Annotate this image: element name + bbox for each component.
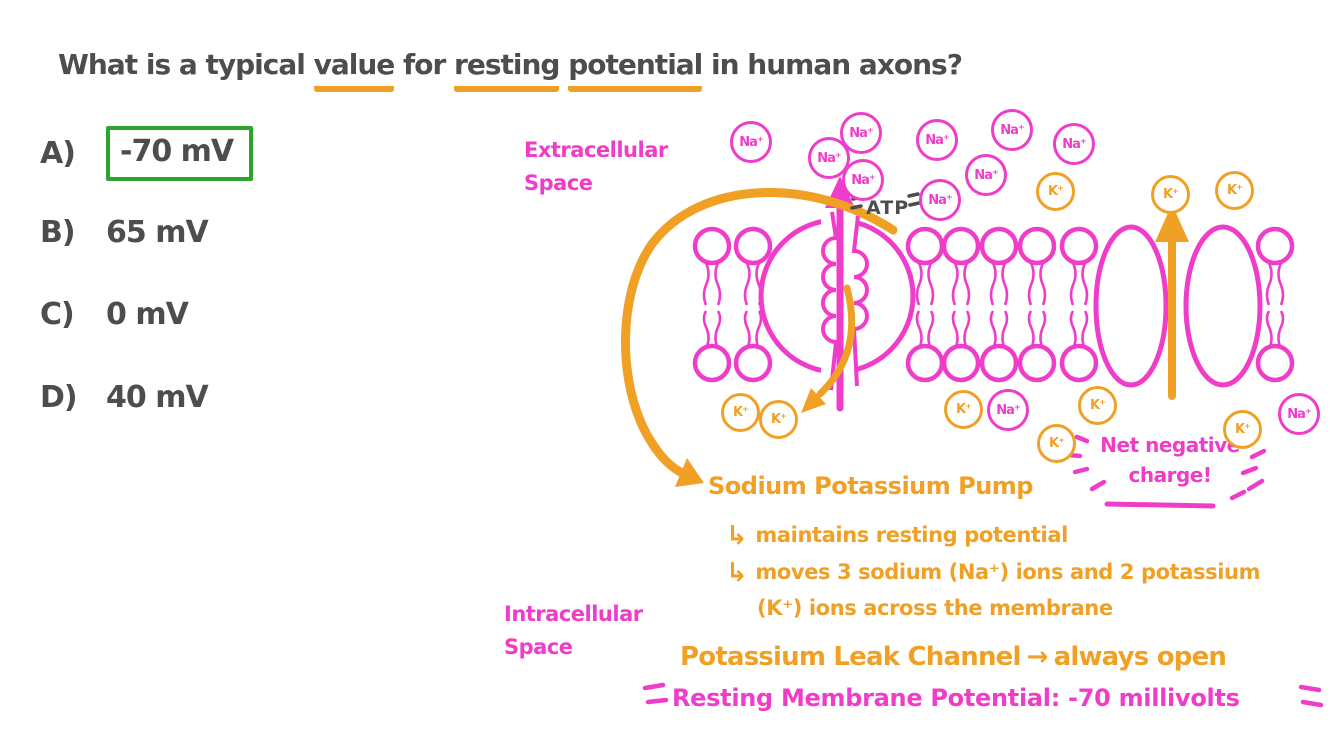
title-underlined-potential: potential bbox=[568, 48, 703, 92]
intracellular-space-label: Intracellular Space bbox=[504, 598, 643, 663]
sodium-ion: Na⁺ bbox=[987, 389, 1029, 431]
sodium-ion: Na⁺ bbox=[919, 179, 961, 221]
extracellular-line1: Extracellular bbox=[524, 138, 668, 162]
option-c-value: 0 mV bbox=[106, 297, 189, 332]
pump-note-3-text: (K⁺) ions across the membrane bbox=[757, 596, 1113, 620]
leak-channel-label: Potassium Leak Channel bbox=[680, 642, 1021, 672]
channel-protein bbox=[1183, 224, 1263, 388]
potassium-ion: K⁺ bbox=[944, 390, 983, 429]
potassium-ion: K⁺ bbox=[1223, 410, 1262, 449]
option-b[interactable]: B) 65 mV bbox=[40, 215, 209, 250]
leak-channel-arrow bbox=[1155, 204, 1189, 400]
intracellular-line1: Intracellular bbox=[504, 602, 643, 626]
right-arrow-icon: → bbox=[1026, 642, 1049, 672]
sodium-ion: Na⁺ bbox=[842, 159, 884, 201]
extracellular-line2: Space bbox=[524, 170, 593, 195]
sodium-ion: Na⁺ bbox=[916, 119, 958, 161]
sodium-ion: Na⁺ bbox=[965, 154, 1007, 196]
intracellular-line2: Space bbox=[504, 634, 573, 659]
potassium-ion: K⁺ bbox=[759, 400, 798, 439]
pump-note-3: (K⁺) ions across the membrane bbox=[757, 596, 1113, 620]
title-text: for bbox=[394, 48, 455, 81]
resting-potential-caption: Resting Membrane Potential: -70 millivol… bbox=[672, 684, 1240, 712]
pump-note-1-text: maintains resting potential bbox=[755, 523, 1068, 547]
pump-pointer-arc bbox=[621, 188, 898, 487]
option-a-label: A) bbox=[40, 136, 76, 171]
sodium-ion: Na⁺ bbox=[1278, 393, 1320, 435]
potassium-ion: K⁺ bbox=[1215, 171, 1254, 210]
resting-note-dashes bbox=[642, 682, 1324, 708]
elbow-arrow-icon: ↳ bbox=[726, 521, 748, 551]
title-text bbox=[559, 48, 568, 81]
option-a-value correct-answer-box: -70 mV bbox=[106, 126, 254, 181]
net-negative-line2: charge! bbox=[1128, 463, 1212, 487]
elbow-arrow-icon: ↳ bbox=[726, 558, 748, 588]
option-a[interactable]: A) -70 mV bbox=[40, 126, 254, 181]
net-negative-line1: Net negative bbox=[1100, 433, 1240, 457]
option-d-value: 40 mV bbox=[106, 380, 209, 415]
question-title: What is a typical value for resting pote… bbox=[58, 48, 963, 92]
sodium-ion: Na⁺ bbox=[730, 121, 772, 163]
channel-protein bbox=[1093, 224, 1169, 388]
potassium-ion: K⁺ bbox=[1036, 172, 1075, 211]
title-text: What is a typical bbox=[58, 48, 314, 81]
potassium-ion: K⁺ bbox=[1037, 424, 1076, 463]
potassium-ion: K⁺ bbox=[721, 393, 760, 432]
leak-channel-note: always open bbox=[1053, 642, 1227, 672]
pump-caption: Sodium Potassium Pump bbox=[708, 472, 1033, 500]
pump-note-2-text: moves 3 sodium (Na⁺) ions and 2 potassiu… bbox=[755, 560, 1261, 584]
title-underlined-value: value bbox=[313, 48, 395, 92]
title-underlined-resting: resting bbox=[454, 48, 560, 92]
option-b-label: B) bbox=[40, 215, 76, 250]
leak-channel-caption: Potassium Leak Channel→always open bbox=[680, 642, 1227, 672]
sodium-ion: Na⁺ bbox=[991, 109, 1033, 151]
pump-note-1: ↳ maintains resting potential bbox=[726, 521, 1068, 551]
atp-label: ATP bbox=[866, 197, 910, 219]
extracellular-space-label: Extracellular Space bbox=[524, 134, 668, 199]
potassium-ion: K⁺ bbox=[1078, 386, 1117, 425]
potassium-in-arrow bbox=[801, 284, 856, 413]
option-c[interactable]: C) 0 mV bbox=[40, 297, 189, 332]
option-c-label: C) bbox=[40, 297, 75, 332]
potassium-ion: K⁺ bbox=[1151, 175, 1190, 214]
option-d[interactable]: D) 40 mV bbox=[40, 380, 209, 415]
title-text: in human axons? bbox=[702, 48, 963, 81]
option-d-label: D) bbox=[40, 380, 78, 415]
option-b-value: 65 mV bbox=[106, 215, 209, 250]
net-negative-charge-label: Net negative charge! bbox=[1082, 430, 1258, 490]
sodium-ion: Na⁺ bbox=[1053, 123, 1095, 165]
pump-note-2: ↳ moves 3 sodium (Na⁺) ions and 2 potassi… bbox=[726, 558, 1260, 588]
